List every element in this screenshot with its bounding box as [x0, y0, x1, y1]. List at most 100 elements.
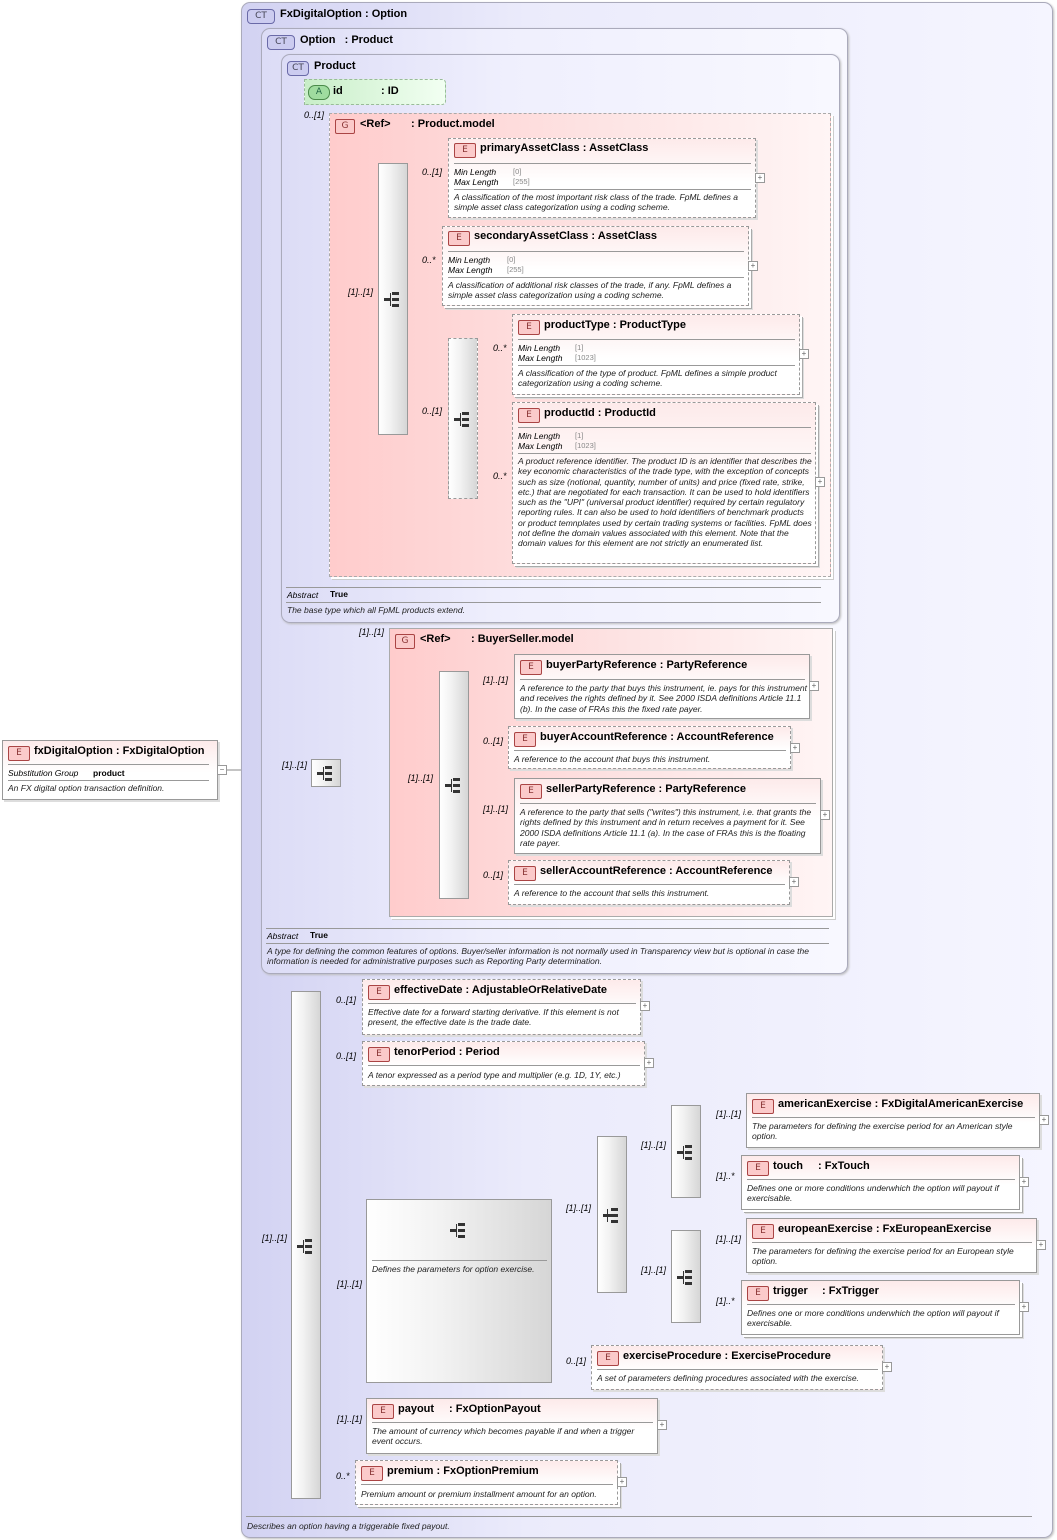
element-exerciseProcedure[interactable]: E exerciseProcedure : ExerciseProcedure …: [591, 1345, 883, 1390]
substitution-group-value: product: [93, 768, 125, 778]
cardinality: 0..[1]: [483, 870, 504, 880]
element-name: fxDigitalOption: [34, 745, 113, 757]
element-doc: A reference to the party that buys this …: [520, 683, 807, 714]
cardinality: [1]..[1]: [337, 1414, 363, 1424]
element-doc: An FX digital option transaction definit…: [8, 783, 165, 793]
cardinality: [1]..[1]: [641, 1140, 667, 1150]
element-type: ProductId: [604, 407, 656, 419]
element-effectiveDate[interactable]: E effectiveDate : AdjustableOrRelativeDa…: [362, 979, 641, 1035]
element-payout[interactable]: E payout : FxOptionPayout The amount of …: [366, 1398, 658, 1454]
element-type: AccountReference: [675, 865, 773, 877]
element-doc: The parameters for defining the exercise…: [752, 1121, 1013, 1142]
element-badge: E: [520, 784, 542, 799]
abstract-value: True: [330, 589, 348, 599]
element-doc: Effective date for a forward starting de…: [368, 1007, 619, 1028]
element-badge: E: [597, 1351, 619, 1366]
element-badge: E: [518, 408, 540, 423]
element-productId[interactable]: E productId : ProductId Min Length [1] M…: [512, 402, 816, 564]
cardinality: [1]..[1]: [716, 1234, 742, 1244]
sequence-compositor: [671, 1230, 701, 1323]
expand-toggle[interactable]: +: [799, 349, 809, 359]
element-sellerPartyReference[interactable]: E sellerPartyReference : PartyReference …: [514, 778, 821, 854]
element-buyerPartyReference[interactable]: E buyerPartyReference : PartyReference A…: [514, 654, 810, 719]
element-name: productId: [544, 407, 595, 419]
element-name: touch: [773, 1160, 803, 1172]
element-badge: E: [372, 1404, 394, 1419]
element-doc: Defines one or more conditions underwhic…: [747, 1308, 999, 1329]
expand-toggle[interactable]: +: [882, 1362, 892, 1372]
element-doc: The parameters for defining the exercise…: [752, 1246, 1014, 1267]
cardinality: 0..[1]: [304, 110, 325, 120]
element-name: buyerAccountReference: [540, 731, 668, 743]
cardinality: [1]..[1]: [483, 804, 509, 814]
element-type: FxOptionPayout: [455, 1403, 541, 1415]
expand-toggle[interactable]: +: [1019, 1177, 1029, 1187]
element-type: AdjustableOrRelativeDate: [471, 984, 607, 996]
expand-toggle[interactable]: +: [1039, 1115, 1049, 1125]
sequence-icon: [677, 1270, 692, 1285]
sequence-icon: [677, 1145, 692, 1160]
cardinality: [1]..[1]: [641, 1265, 667, 1275]
sequence-compositor: [311, 759, 341, 787]
element-name: tenorPeriod: [394, 1046, 456, 1058]
element-type: ProductType: [619, 319, 687, 331]
group-type: Product.model: [417, 118, 495, 130]
element-buyerAccountReference[interactable]: E buyerAccountReference : AccountReferen…: [508, 726, 791, 769]
expand-toggle[interactable]: +: [617, 1477, 627, 1487]
element-touch[interactable]: E touch : FxTouch Defines one or more co…: [741, 1155, 1020, 1210]
expand-toggle[interactable]: +: [748, 261, 758, 271]
expand-toggle[interactable]: +: [644, 1058, 654, 1068]
element-trigger[interactable]: E trigger : FxTrigger Defines one or mor…: [741, 1280, 1020, 1335]
sequence-compositor: [448, 338, 478, 499]
abstract-label: Abstract: [287, 590, 319, 600]
element-name: premium: [387, 1465, 434, 1477]
element-sellerAccountReference[interactable]: E sellerAccountReference : AccountRefere…: [508, 860, 790, 905]
expand-toggle[interactable]: +: [1036, 1240, 1046, 1250]
element-badge: E: [747, 1286, 769, 1301]
cardinality: 0..*: [493, 343, 507, 353]
attribute-id[interactable]: A id : ID: [304, 79, 446, 105]
sequence-icon: [454, 412, 469, 427]
expand-toggle[interactable]: +: [820, 810, 830, 820]
element-tenorPeriod[interactable]: E tenorPeriod : Period A tenor expressed…: [362, 1041, 645, 1086]
expand-toggle[interactable]: +: [755, 173, 765, 183]
element-americanExercise[interactable]: E americanExercise : FxDigitalAmericanEx…: [746, 1093, 1040, 1148]
element-name: sellerPartyReference: [546, 783, 656, 795]
root-element-fxDigitalOption[interactable]: E fxDigitalOption : FxDigitalOption Subs…: [2, 740, 218, 800]
expand-toggle[interactable]: +: [809, 681, 819, 691]
expand-toggle[interactable]: +: [815, 477, 825, 487]
sequence-icon: [445, 778, 460, 793]
element-name: effectiveDate: [394, 984, 463, 996]
element-premium[interactable]: E premium : FxOptionPremium Premium amou…: [355, 1460, 618, 1505]
ct-name: Product: [314, 60, 356, 72]
sequence-compositor: [378, 163, 408, 435]
element-europeanExercise[interactable]: E europeanExercise : FxEuropeanExercise …: [746, 1218, 1037, 1273]
element-doc: A classification of the most important r…: [454, 192, 738, 213]
element-type: AccountReference: [676, 731, 774, 743]
sequence-compositor: [291, 991, 321, 1499]
element-primaryAssetClass[interactable]: E primaryAssetClass : AssetClass Min Len…: [448, 138, 756, 218]
sequence-icon: [384, 292, 399, 307]
group-badge: G: [395, 634, 415, 649]
cardinality: [1]..[1]: [408, 773, 434, 783]
expand-toggle[interactable]: +: [1019, 1302, 1029, 1312]
element-badge: E: [448, 231, 470, 246]
collapse-toggle[interactable]: −: [217, 765, 227, 775]
exercise-sequence[interactable]: Defines the parameters for option exerci…: [366, 1199, 552, 1383]
expand-toggle[interactable]: +: [640, 1001, 650, 1011]
element-doc: Premium amount or premium installment am…: [361, 1489, 597, 1499]
element-badge: E: [368, 1047, 390, 1062]
cardinality: [1]..[1]: [359, 627, 385, 637]
ct-doc: The base type which all FpML products ex…: [287, 605, 465, 615]
ct-badge: CT: [287, 61, 309, 76]
element-name: europeanExercise: [778, 1223, 873, 1235]
expand-toggle[interactable]: +: [789, 877, 799, 887]
expand-toggle[interactable]: +: [657, 1420, 667, 1430]
group-ref: <Ref>: [360, 118, 391, 130]
element-type: ExerciseProcedure: [731, 1350, 831, 1362]
expand-toggle[interactable]: +: [790, 743, 800, 753]
element-secondaryAssetClass[interactable]: E secondaryAssetClass : AssetClass Min L…: [442, 226, 749, 306]
ct-type: Option: [371, 8, 408, 20]
element-productType[interactable]: E productType : ProductType Min Length […: [512, 314, 800, 395]
element-doc: A set of parameters defining procedures …: [597, 1373, 859, 1383]
